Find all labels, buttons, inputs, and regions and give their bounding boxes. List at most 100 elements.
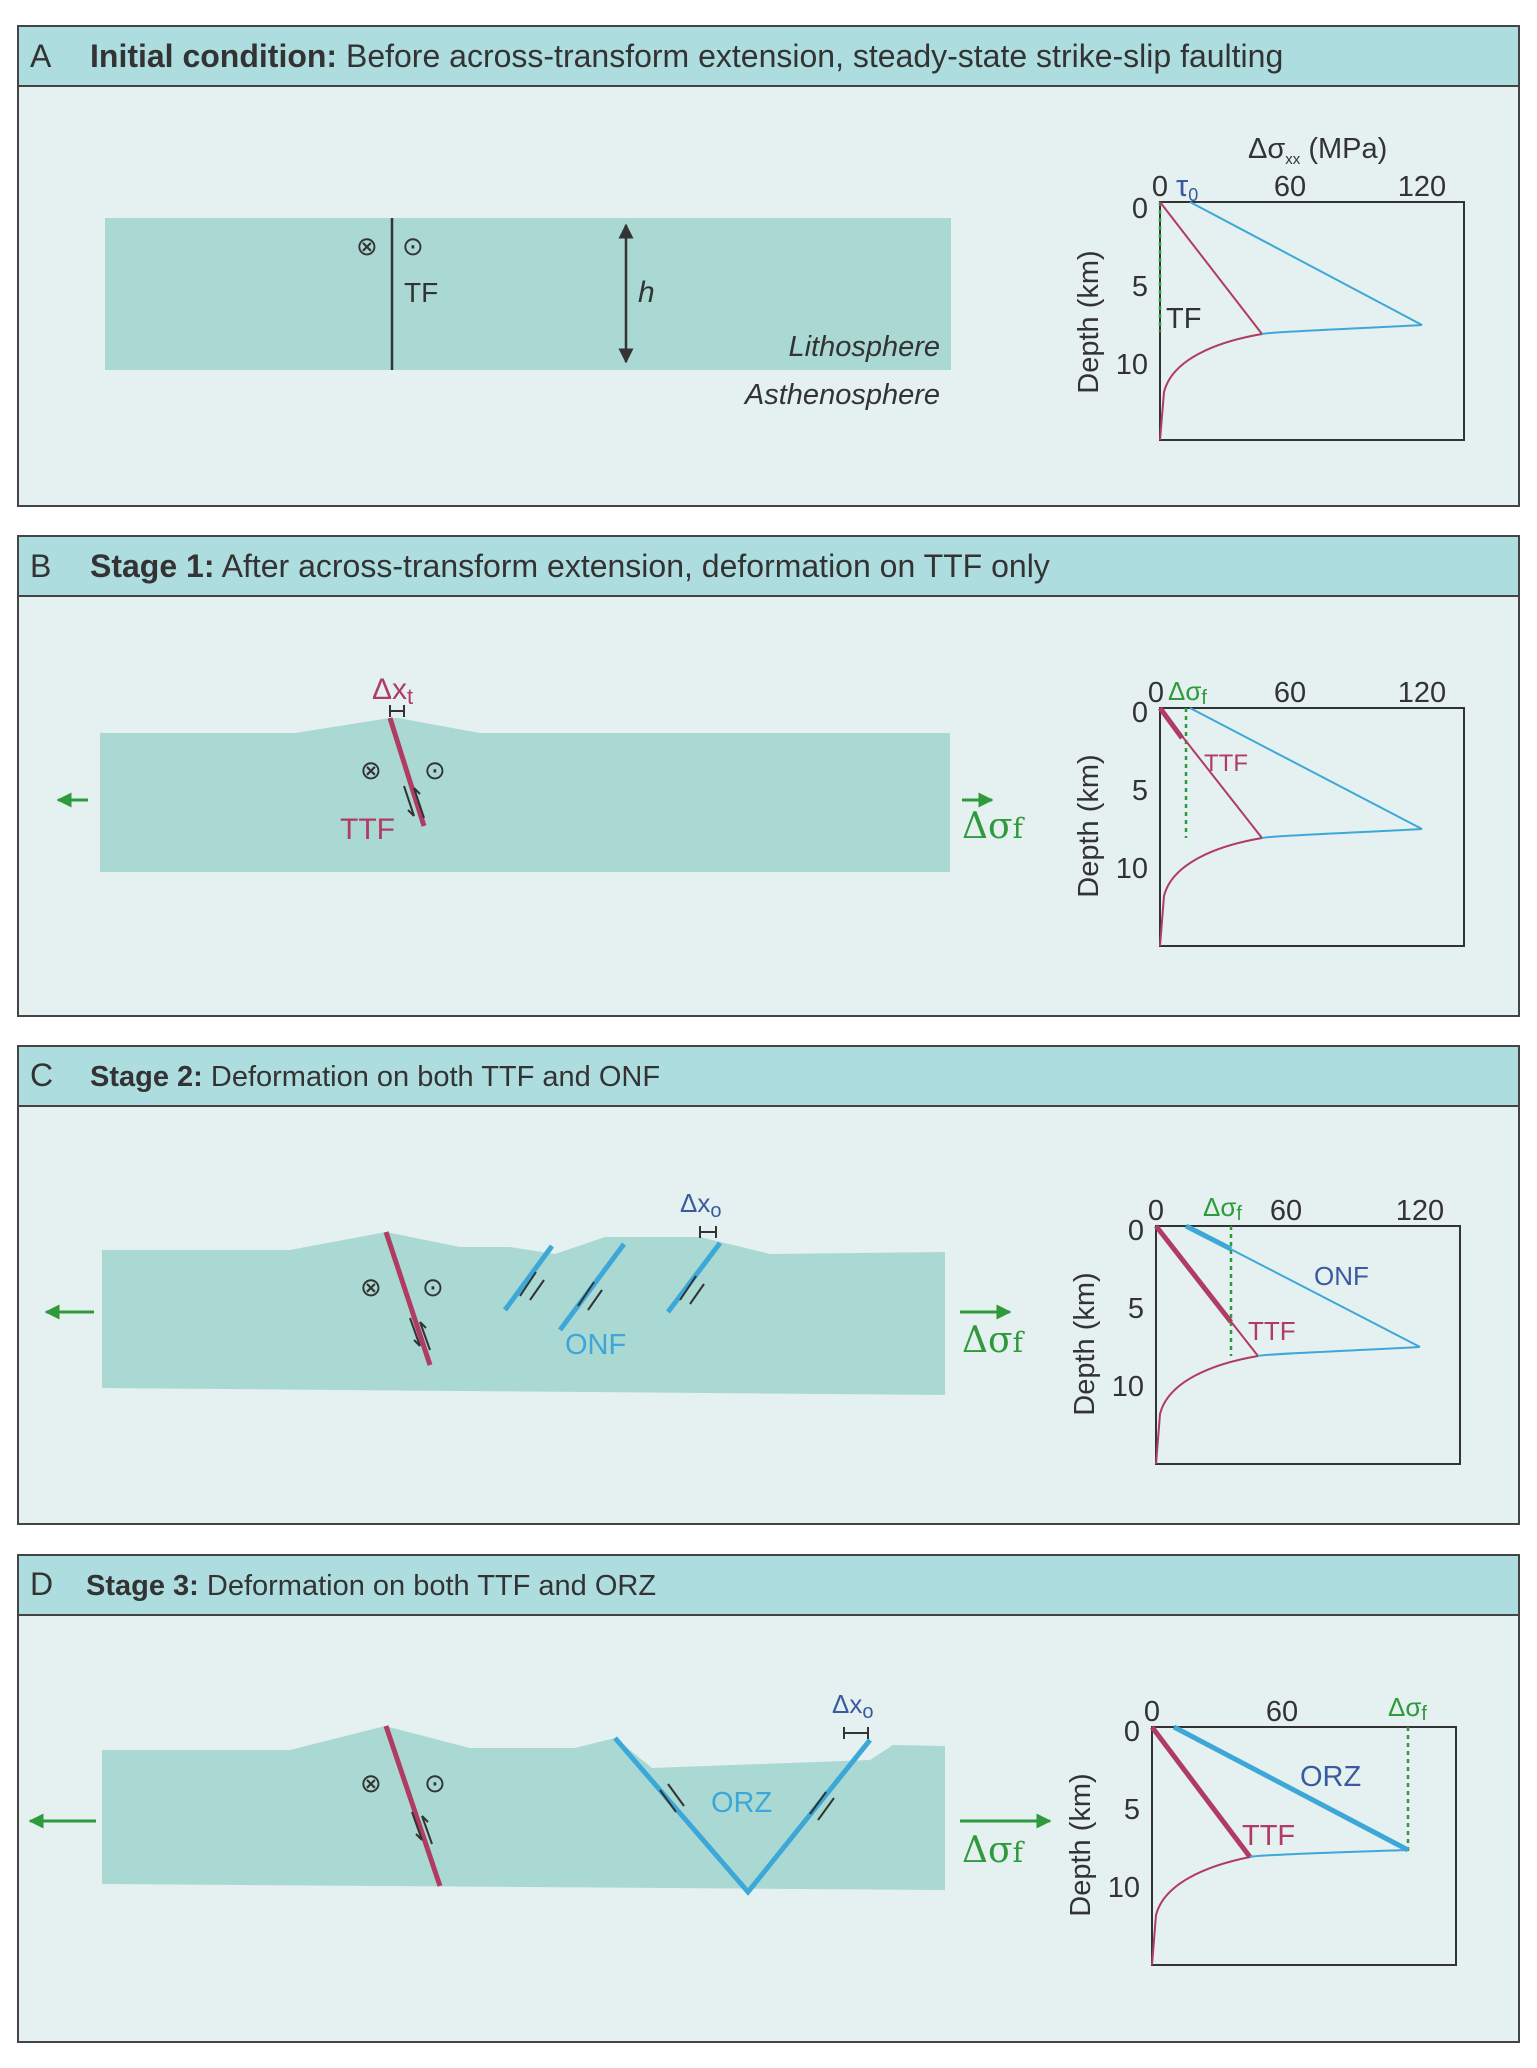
dsigma-f-label: Δσf	[962, 806, 1026, 847]
panel-c-letter: C	[30, 1057, 53, 1093]
plot-d-xtick-0: 0	[1144, 1696, 1160, 1728]
plot-a-ytick-5: 5	[1132, 271, 1148, 303]
plot-b-dsigma-label: Δσf	[1168, 676, 1207, 709]
plot-a: Δσxx (MPa) 0 60 120 τ0 0 5 10 Depth (km)…	[1073, 133, 1465, 441]
ttf-active-segment	[1154, 1224, 1233, 1324]
plot-a-tf-label: TF	[1166, 303, 1201, 335]
onf-fault-2	[557, 1242, 627, 1332]
plot-b-ytick-10: 10	[1116, 853, 1148, 885]
ductile-tail-curve	[1151, 1856, 1251, 1966]
lithosphere-strength-line	[1189, 201, 1423, 326]
plot-d-axes	[1151, 1726, 1457, 1966]
lithosphere-strength-tail	[1261, 828, 1423, 839]
plot-d-ttf-label: TTF	[1242, 1820, 1295, 1852]
plot-d-ytick-10: 10	[1108, 1872, 1140, 1904]
plot-c-dsigma-label: Δσf	[1203, 1192, 1242, 1225]
plot-c-axes	[1155, 1225, 1461, 1465]
tf-curve	[1159, 201, 1263, 335]
ttf-fault-line	[387, 717, 427, 827]
plot-d: 0 60 Δσf 0 5 10 Depth (km) ORZ TTF	[1065, 1692, 1457, 1966]
plot-c: 0 60 120 Δσf 0 5 10 Depth (km) ONF TTF	[1069, 1192, 1461, 1465]
panel-a-letter: A	[30, 38, 52, 74]
plot-c-xtick-60: 60	[1270, 1195, 1302, 1227]
panel-d-title: Stage 3: Deformation on both TTF and ORZ	[86, 1570, 656, 1602]
plot-c-ylabel: Depth (km)	[1069, 1272, 1101, 1415]
panel-c: C Stage 2: Deformation on both TTF and O…	[17, 1045, 1520, 1525]
plot-b-ttf-label: TTF	[1204, 750, 1248, 777]
onf-fault-1	[502, 1244, 555, 1312]
ttf-fault-line	[383, 1231, 433, 1366]
onf-active-segment	[1184, 1223, 1233, 1252]
panel-d: D Stage 3: Deformation on both TTF and O…	[17, 1554, 1520, 2043]
plot-a-xtick-0: 0	[1152, 171, 1168, 203]
plot-a-axes	[1159, 201, 1465, 441]
plot-c-onf-label: ONF	[1314, 1261, 1369, 1291]
dx-o-label: Δxo	[680, 1188, 722, 1222]
thickness-label: h	[638, 276, 655, 309]
plot-b-ytick-5: 5	[1132, 775, 1148, 807]
ttf-active-segment	[1157, 706, 1185, 740]
plot-a-xtick-120: 120	[1398, 171, 1446, 203]
lithosphere-slab	[105, 218, 951, 370]
into-page-symbol: ⊗	[360, 1768, 382, 1798]
dx-o-label: Δxo	[832, 1689, 874, 1723]
plot-b-xtick-120: 120	[1398, 677, 1446, 709]
plot-d-orz-label: ORZ	[1300, 1761, 1361, 1793]
plot-a-ylabel: Depth (km)	[1073, 250, 1105, 393]
plot-c-ytick-0: 0	[1128, 1215, 1144, 1247]
lithosphere-slab	[102, 1232, 945, 1395]
dx-t-label: Δxt	[372, 673, 413, 709]
plot-b-xtick-60: 60	[1274, 677, 1306, 709]
plot-b-xtick-0: 0	[1148, 677, 1164, 709]
plot-c-xtick-120: 120	[1396, 1195, 1444, 1227]
into-page-symbol: ⊗	[360, 1272, 382, 1302]
dsigma-f-label: Δσf	[962, 1320, 1026, 1361]
plot-a-ytick-0: 0	[1132, 193, 1148, 225]
panel-a: A Initial condition: Before across-trans…	[17, 25, 1520, 507]
panel-b-header	[17, 535, 1520, 597]
plot-d-ytick-5: 5	[1124, 1794, 1140, 1826]
panel-a-title: Initial condition: Before across-transfo…	[90, 38, 1283, 74]
plot-c-ttf-label: TTF	[1248, 1316, 1296, 1346]
plot-b-ylabel: Depth (km)	[1073, 754, 1105, 897]
panel-b: B Stage 1: After across-transform extens…	[17, 535, 1520, 1017]
panel-c-title: Stage 2: Deformation on both TTF and ONF	[90, 1061, 660, 1093]
tau-zero-label: τ0	[1176, 168, 1198, 205]
panel-a-header	[17, 25, 1520, 87]
lithosphere-slab	[100, 718, 950, 872]
plot-a-ytick-10: 10	[1116, 349, 1148, 381]
lithosphere-strength-line	[1189, 707, 1423, 830]
plot-c-ytick-10: 10	[1112, 1371, 1144, 1403]
ductile-tail-curve	[1155, 1355, 1259, 1465]
asthenosphere-label: Asthenosphere	[743, 379, 940, 411]
ductile-tail-curve	[1159, 837, 1263, 947]
plot-b: 0 60 120 Δσf 0 5 10 Depth (km) TTF	[1073, 676, 1465, 947]
lithosphere-strength-tail	[1249, 1849, 1409, 1858]
ttf-fault-line	[383, 1725, 443, 1887]
panel-d-letter: D	[30, 1566, 53, 1602]
orz-label: ORZ	[711, 1787, 772, 1819]
plot-d-ytick-0: 0	[1124, 1716, 1140, 1748]
orz-shear-arrows	[659, 1783, 835, 1821]
ttf-shear-arrows	[411, 1811, 433, 1845]
plot-d-ylabel: Depth (km)	[1065, 1773, 1097, 1916]
panel-b-title: Stage 1: After across-transform extensio…	[90, 548, 1050, 584]
ttf-label: TTF	[340, 813, 395, 846]
panel-c-header	[17, 1045, 1520, 1107]
lithosphere-slab	[102, 1726, 945, 1890]
plot-a-top-label: Δσxx (MPa)	[1248, 133, 1387, 168]
out-of-page-symbol: ⊙	[422, 1272, 444, 1302]
into-page-symbol: ⊗	[360, 755, 382, 785]
ttf-shear-arrows	[409, 1317, 431, 1351]
out-of-page-symbol: ⊙	[402, 231, 424, 261]
plot-c-ytick-5: 5	[1128, 1293, 1144, 1325]
tf-label: TF	[404, 277, 438, 308]
plot-d-dsigma-label: Δσf	[1388, 1692, 1427, 1725]
out-of-page-symbol: ⊙	[424, 1768, 446, 1798]
lithosphere-label: Lithosphere	[788, 331, 940, 363]
dsigma-f-label: Δσf	[962, 1830, 1026, 1871]
onf-shear-arrows	[519, 1271, 705, 1311]
panel-b-letter: B	[30, 548, 51, 584]
plot-d-xtick-60: 60	[1266, 1696, 1298, 1728]
